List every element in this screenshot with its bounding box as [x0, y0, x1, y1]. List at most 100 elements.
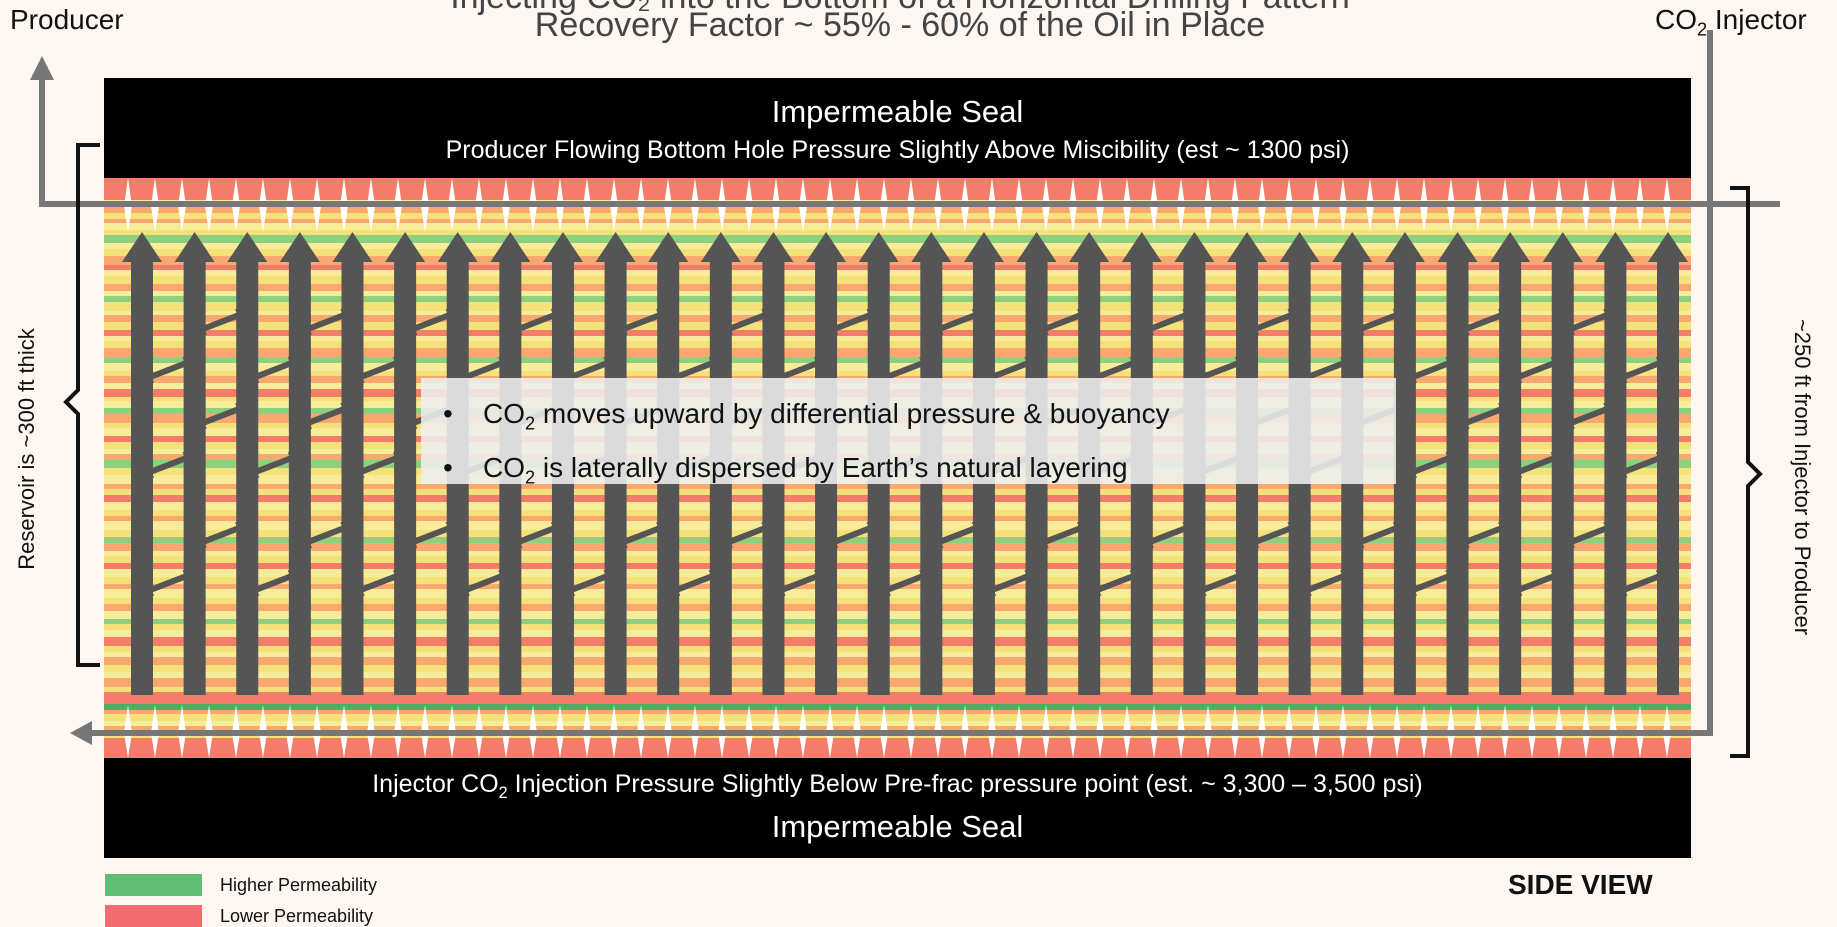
- lateral-arrow-shaft: [308, 312, 344, 332]
- fracture-tooth-bottom: [988, 705, 996, 733]
- lateral-arrow-shaft: [992, 360, 1028, 380]
- lateral-arrow-tail: [1247, 534, 1260, 548]
- reservoir-layer: [104, 348, 1691, 357]
- lateral-arrow-head: [1340, 357, 1352, 371]
- lateral-arrow-head: [971, 309, 984, 323]
- upward-arrow-head: [542, 232, 583, 262]
- lateral-arrow-head: [1550, 357, 1563, 371]
- lateral-arrow-shaft: [308, 406, 344, 426]
- lateral-arrow-head: [708, 357, 721, 371]
- fracture-tooth-top-lower: [718, 206, 726, 232]
- fracture-tooth-top: [583, 178, 591, 206]
- bottom-seal-title: Impermeable Seal: [771, 809, 1024, 844]
- lateral-arrow-head: [1287, 309, 1300, 323]
- lateral-arrow-shaft: [361, 360, 397, 380]
- fracture-tooth-top: [664, 178, 672, 206]
- lateral-arrow-tail: [1457, 415, 1470, 429]
- lateral-arrow-shaft: [1045, 312, 1081, 332]
- fracture-tooth-bottom-lower: [340, 733, 348, 758]
- lateral-arrow-head: [1497, 309, 1510, 323]
- lateral-arrow-tail: [1563, 534, 1575, 548]
- lateral-arrow-tail: [615, 534, 628, 548]
- fracture-tooth-bottom-lower: [718, 733, 726, 758]
- fracture-tooth-bottom-lower: [259, 733, 267, 758]
- lateral-arrow-shaft: [1202, 360, 1239, 380]
- fracture-tooth-bottom: [691, 705, 699, 733]
- fracture-tooth-bottom-lower: [907, 733, 915, 758]
- fracture-tooth-top: [1555, 178, 1563, 206]
- lateral-arrow-shaft: [203, 406, 239, 426]
- lateral-arrow-head: [866, 522, 879, 536]
- fracture-tooth-bottom-lower: [1528, 733, 1536, 758]
- lateral-arrow-head: [866, 309, 879, 323]
- fracture-tooth-top-lower: [367, 206, 375, 232]
- fracture-tooth-bottom: [1042, 705, 1050, 733]
- reservoir-layer: [104, 302, 1691, 311]
- fracture-tooth-bottom-lower: [637, 733, 645, 758]
- lateral-arrow-tail: [458, 582, 470, 596]
- fracture-tooth-bottom: [1501, 705, 1509, 733]
- fracture-tooth-top: [1312, 178, 1320, 206]
- fracture-tooth-top-lower: [1150, 206, 1158, 232]
- fracture-tooth-bottom-lower: [502, 733, 510, 758]
- fracture-tooth-bottom-lower: [961, 733, 969, 758]
- lateral-arrow-shaft: [466, 360, 502, 380]
- upward-arrow-head: [1016, 232, 1057, 262]
- fracture-tooth-bottom: [286, 705, 294, 733]
- lateral-arrow-head: [1182, 309, 1195, 323]
- lateral-arrow-shaft: [203, 312, 239, 332]
- fracture-tooth-top-lower: [1474, 206, 1482, 232]
- fracture-tooth-bottom-lower: [1285, 733, 1293, 758]
- fracture-tooth-top-lower: [502, 206, 510, 232]
- fracture-tooth-bottom: [583, 705, 591, 733]
- fracture-tooth-top: [502, 178, 510, 206]
- lateral-arrow-tail: [405, 534, 418, 548]
- lateral-arrow-head: [182, 357, 195, 371]
- reservoir-layer: [104, 230, 1691, 235]
- reservoir-layer: [104, 577, 1691, 584]
- lateral-arrow-tail: [1510, 369, 1523, 383]
- lateral-arrow-head: [813, 357, 826, 371]
- lateral-arrow-head: [340, 522, 353, 536]
- injector-well: [88, 30, 1713, 736]
- fracture-tooth-bottom: [1015, 705, 1023, 733]
- lateral-arrow-head: [182, 452, 195, 466]
- lateral-arrow-shaft: [1150, 312, 1186, 332]
- fracture-tooth-top: [1366, 178, 1374, 206]
- lateral-arrow-shaft: [1623, 360, 1660, 380]
- upward-arrow-head: [858, 232, 899, 262]
- fracture-tooth-bottom-lower: [1474, 733, 1482, 758]
- fracture-tooth-top-lower: [259, 206, 267, 232]
- upward-arrow-head: [753, 232, 794, 262]
- fracture-tooth-bottom-lower: [1204, 733, 1212, 758]
- lateral-arrow-head: [182, 570, 195, 584]
- lateral-arrow-head: [1550, 452, 1563, 466]
- fracture-tooth-top-lower: [394, 206, 402, 232]
- lateral-arrow-shaft: [1255, 525, 1292, 545]
- fracture-tooth-bottom: [1069, 705, 1077, 733]
- fracture-tooth-top: [826, 178, 834, 206]
- upward-arrow-head: [385, 232, 426, 262]
- fracture-tooth-top: [232, 178, 240, 206]
- fracture-tooth-bottom: [1528, 705, 1536, 733]
- fracture-tooth-bottom-lower: [664, 733, 672, 758]
- fracture-tooth-bottom: [1555, 705, 1563, 733]
- lateral-arrow-shaft: [624, 312, 660, 332]
- lateral-arrow-head: [550, 309, 563, 323]
- fracture-tooth-bottom: [1663, 705, 1671, 733]
- fracture-tooth-bottom-lower: [799, 733, 807, 758]
- fracture-tooth-top-lower: [1231, 206, 1239, 232]
- lateral-arrow-shaft: [1571, 406, 1607, 426]
- fracture-tooth-top-lower: [124, 206, 132, 232]
- fracture-tooth-bottom-lower: [367, 733, 375, 758]
- lateral-arrow-head: [919, 357, 931, 371]
- top-red-band: [104, 178, 1691, 200]
- fracture-tooth-bottom-lower: [1609, 733, 1617, 758]
- lateral-arrow-shaft: [413, 312, 450, 332]
- fracture-tooth-bottom-lower: [988, 733, 996, 758]
- lateral-arrow-head: [392, 357, 405, 371]
- upward-arrow-head: [122, 232, 162, 262]
- fracture-tooth-top-lower: [880, 206, 888, 232]
- fracture-tooth-bottom: [1609, 705, 1617, 733]
- lateral-arrow-shaft: [308, 525, 344, 545]
